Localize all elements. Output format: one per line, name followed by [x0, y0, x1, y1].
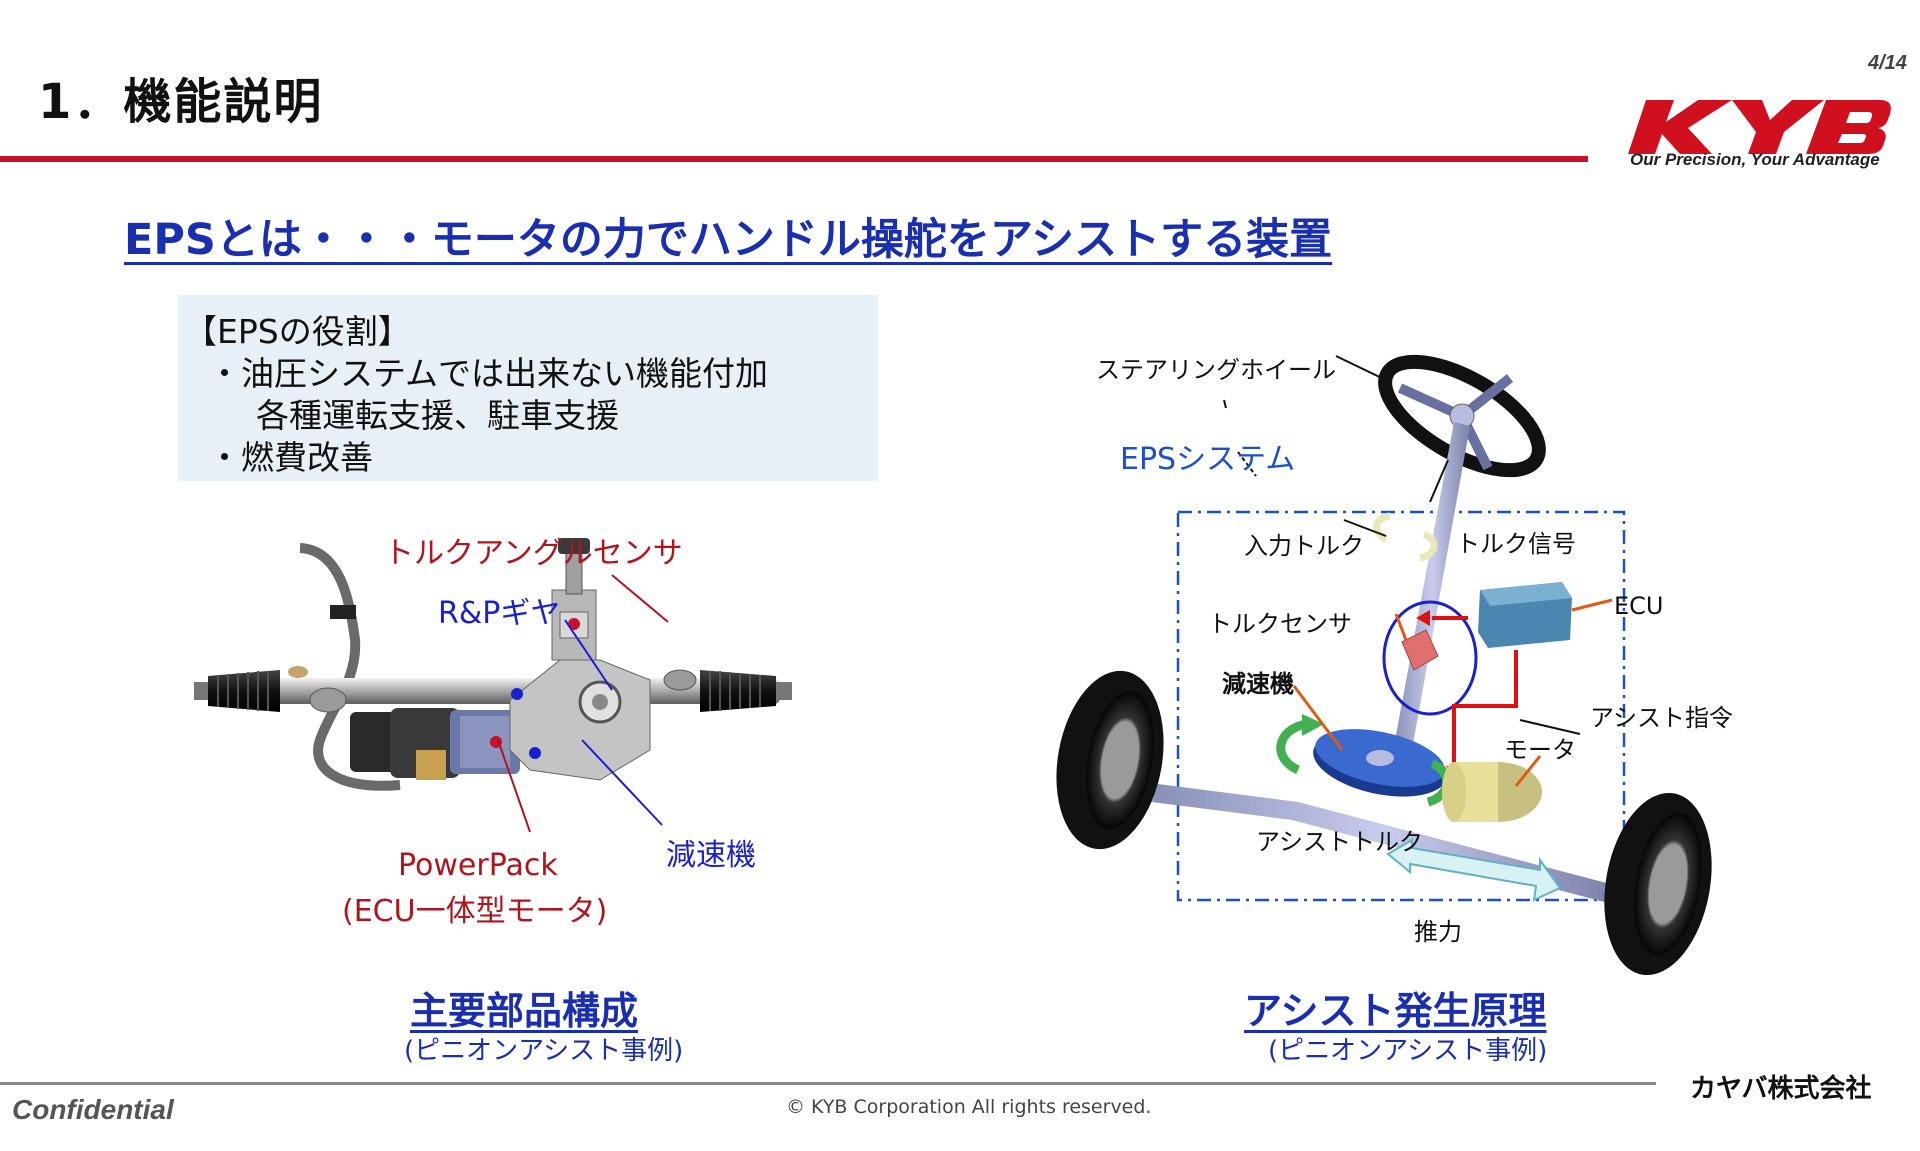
label-assist-torque: アシストトルク	[1256, 828, 1424, 856]
label-thrust: 推力	[1414, 918, 1462, 946]
role-heading: 【EPSの役割】	[184, 312, 411, 351]
label-eps-system: EPSシステム	[1120, 442, 1296, 477]
role-item-1: ・油圧システムでは出来ない機能付加	[208, 354, 769, 393]
thrust-arrow	[1386, 838, 1562, 902]
ecu-box	[1478, 582, 1572, 648]
steering-wheel	[1378, 354, 1546, 478]
slide-title: 1．機能説明	[38, 74, 324, 130]
reducer-disc	[1313, 729, 1447, 797]
label-powerpack-sub: (ECU一体型モータ)	[342, 894, 608, 929]
copyright-notice: © KYB Corporation All rights reserved.	[786, 1096, 1152, 1118]
right-wheel	[1604, 792, 1712, 976]
label-torque-angle-sensor: トルクアングルセンサ	[384, 536, 683, 571]
motor-cylinder	[1442, 762, 1542, 822]
steering-rack-illustration	[194, 538, 792, 791]
label-assist-command: アシスト指令	[1590, 704, 1734, 732]
label-motor: モータ	[1504, 736, 1576, 764]
logo-tagline: Our Precision, Your Advantage	[1630, 150, 1880, 169]
header-divider	[0, 156, 1588, 162]
label-torque-sensor: トルクセンサ	[1208, 610, 1352, 638]
footer-divider	[0, 1082, 1656, 1085]
eps-role-box: 【EPSの役割】 ・油圧システムでは出来ない機能付加 各種運転支援、駐車支援 ・…	[178, 295, 878, 481]
right-boot	[700, 670, 792, 712]
company-name: カヤバ株式会社	[1690, 1074, 1872, 1104]
caption-main-components: 主要部品構成	[410, 989, 639, 1033]
label-ecu: ECU	[1614, 592, 1664, 620]
left-boot	[194, 670, 280, 712]
eps-system-diagram	[1056, 354, 1712, 976]
page-number: 4/14	[1868, 52, 1907, 74]
caption-assist-principle: アシスト発生原理	[1244, 989, 1547, 1033]
label-powerpack: PowerPack	[398, 848, 558, 883]
powerpack-motor	[350, 708, 520, 780]
label-steering-wheel: ステアリングホイール	[1096, 356, 1336, 384]
left-wheel	[1056, 670, 1164, 850]
label-torque-signal: トルク信号	[1456, 530, 1576, 558]
gear-housing	[509, 659, 651, 781]
role-item-2: ・燃費改善	[208, 438, 373, 477]
confidential-mark: Confidential	[12, 1094, 174, 1125]
label-rp-gear: R&Pギヤ	[438, 596, 561, 631]
label-reducer-right: 減速機	[1222, 670, 1294, 698]
eps-system-boundary	[1176, 510, 1626, 902]
headline: EPSとは・・・モータの力でハンドル操舵をアシストする装置	[124, 215, 1333, 265]
torque-angle-sensor	[551, 538, 597, 661]
label-reducer-left: 減速機	[666, 838, 756, 873]
caption-main-components-sub: (ピニオンアシスト事例)	[404, 1036, 684, 1066]
label-input-torque: 入力トルク	[1244, 532, 1364, 560]
caption-assist-principle-sub: (ピニオンアシスト事例)	[1268, 1036, 1548, 1066]
kyb-logo	[1628, 100, 1891, 154]
role-item-1-detail: 各種運転支援、駐車支援	[256, 396, 619, 435]
